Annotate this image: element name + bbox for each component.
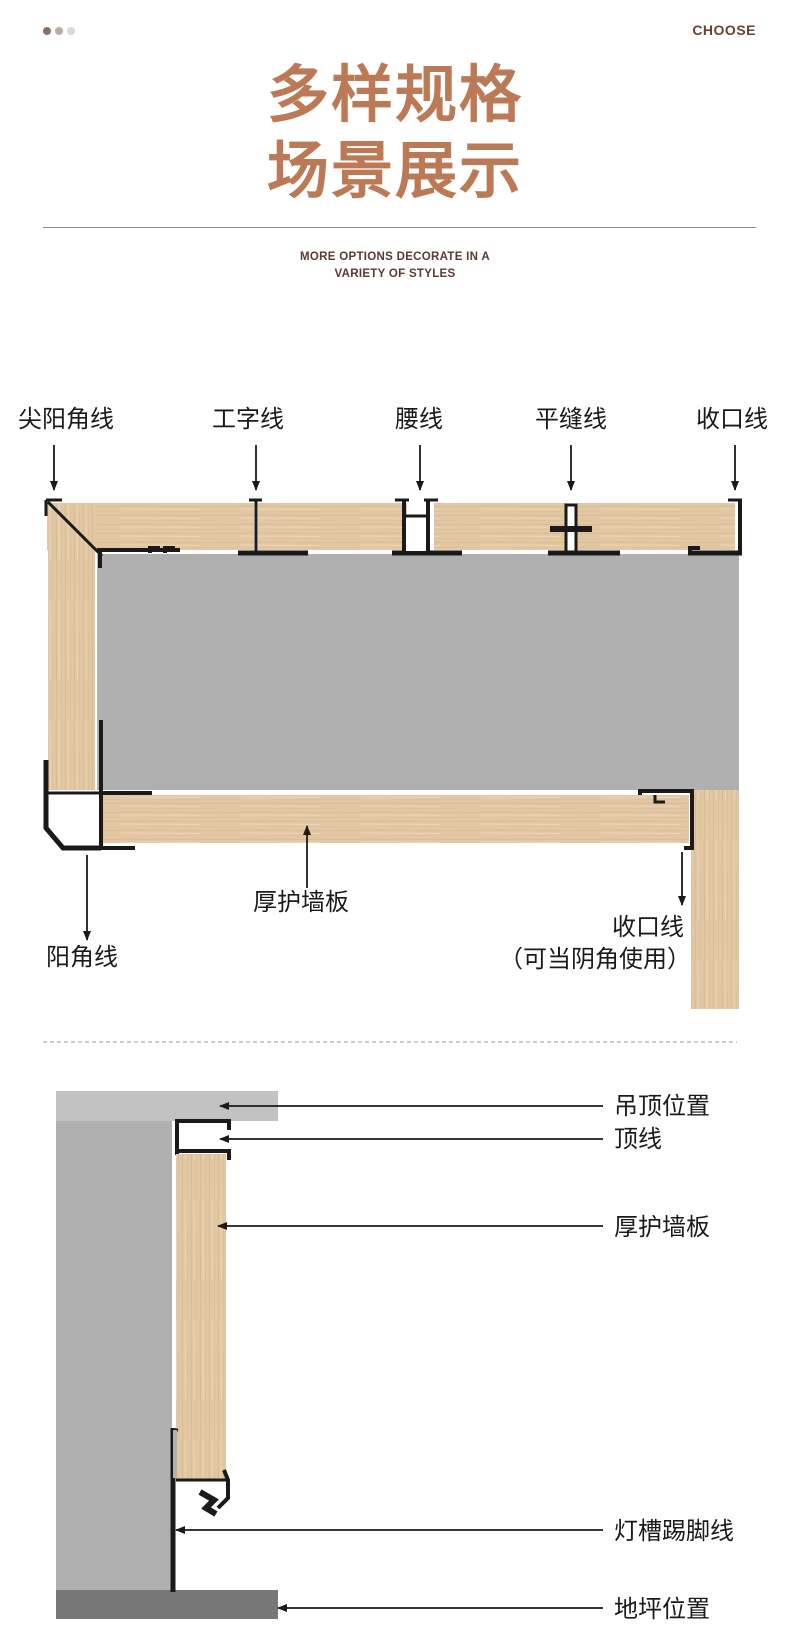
wall-section — [56, 1118, 172, 1591]
flat-joint-profile — [548, 503, 620, 556]
indicator-dot — [67, 27, 75, 35]
i-profile — [238, 498, 308, 556]
top-diagram: 尖阳角线 工字线 腰线 平缝线 收口线 厚护墙板 阳角线 收口线 （可当阴角使用… — [18, 405, 768, 1009]
label-sharp-outer-corner: 尖阳角线 — [18, 405, 114, 433]
label-light-groove-skirting: 灯槽踢脚线 — [614, 1517, 734, 1545]
label-ceiling-position: 吊顶位置 — [614, 1092, 710, 1120]
wood-panel-vertical — [176, 1154, 226, 1479]
label-edge-trim-bottom: 收口线 — [612, 913, 684, 941]
wall-block — [97, 554, 739, 790]
label-flat-joint: 平缝线 — [535, 405, 607, 433]
label-outer-corner: 阳角线 — [46, 943, 118, 971]
skirting-gap — [173, 1430, 177, 1478]
label-edge-trim-note: （可当阴角使用） — [499, 945, 691, 973]
callout-arrows-bottom — [175, 1102, 603, 1612]
label-i-profile: 工字线 — [212, 405, 284, 433]
edge-trim-bottom-profile — [638, 789, 694, 850]
wood-panel — [577, 503, 735, 550]
callout-arrows — [50, 445, 739, 941]
label-floor-position: 地坪位置 — [614, 1595, 710, 1623]
outer-corner-profile — [43, 720, 152, 851]
page-indicator-dots — [43, 27, 75, 35]
wood-panel-left — [48, 503, 95, 790]
top-line-profile — [175, 1119, 231, 1160]
label-waist-line: 腰线 — [395, 405, 443, 433]
indicator-dot — [43, 27, 51, 35]
wood-panel — [258, 503, 407, 550]
wood-panel-right — [691, 790, 739, 1009]
header-divider — [43, 227, 756, 228]
label-thick-wall-panel-2: 厚护墙板 — [614, 1213, 710, 1241]
clip-profile — [148, 546, 175, 553]
waist-line-profile — [392, 498, 462, 556]
page-title-line1: 多样规格 — [266, 58, 523, 131]
wood-panel — [434, 503, 567, 550]
label-edge-trim-top: 收口线 — [696, 405, 768, 433]
wood-panel-bottom — [101, 795, 689, 843]
indicator-dot — [55, 27, 63, 35]
waist-line-gap — [406, 518, 426, 551]
edge-trim-top-profile — [688, 498, 742, 556]
floor-block — [56, 1590, 278, 1619]
page-subtitle: MORE OPTIONS DECORATE IN A VARIETY OF ST… — [0, 249, 790, 283]
page-title-line2: 场景展示 — [266, 134, 523, 207]
label-thick-wall-panel: 厚护墙板 — [253, 888, 349, 916]
choose-label: CHOOSE — [692, 22, 756, 38]
subtitle-line1: MORE OPTIONS DECORATE IN A — [300, 251, 490, 263]
subtitle-line2: VARIETY OF STYLES — [334, 268, 456, 280]
label-top-line: 顶线 — [614, 1125, 662, 1153]
bottom-diagram: 吊顶位置 顶线 厚护墙板 灯槽踢脚线 地坪位置 — [56, 1091, 734, 1623]
